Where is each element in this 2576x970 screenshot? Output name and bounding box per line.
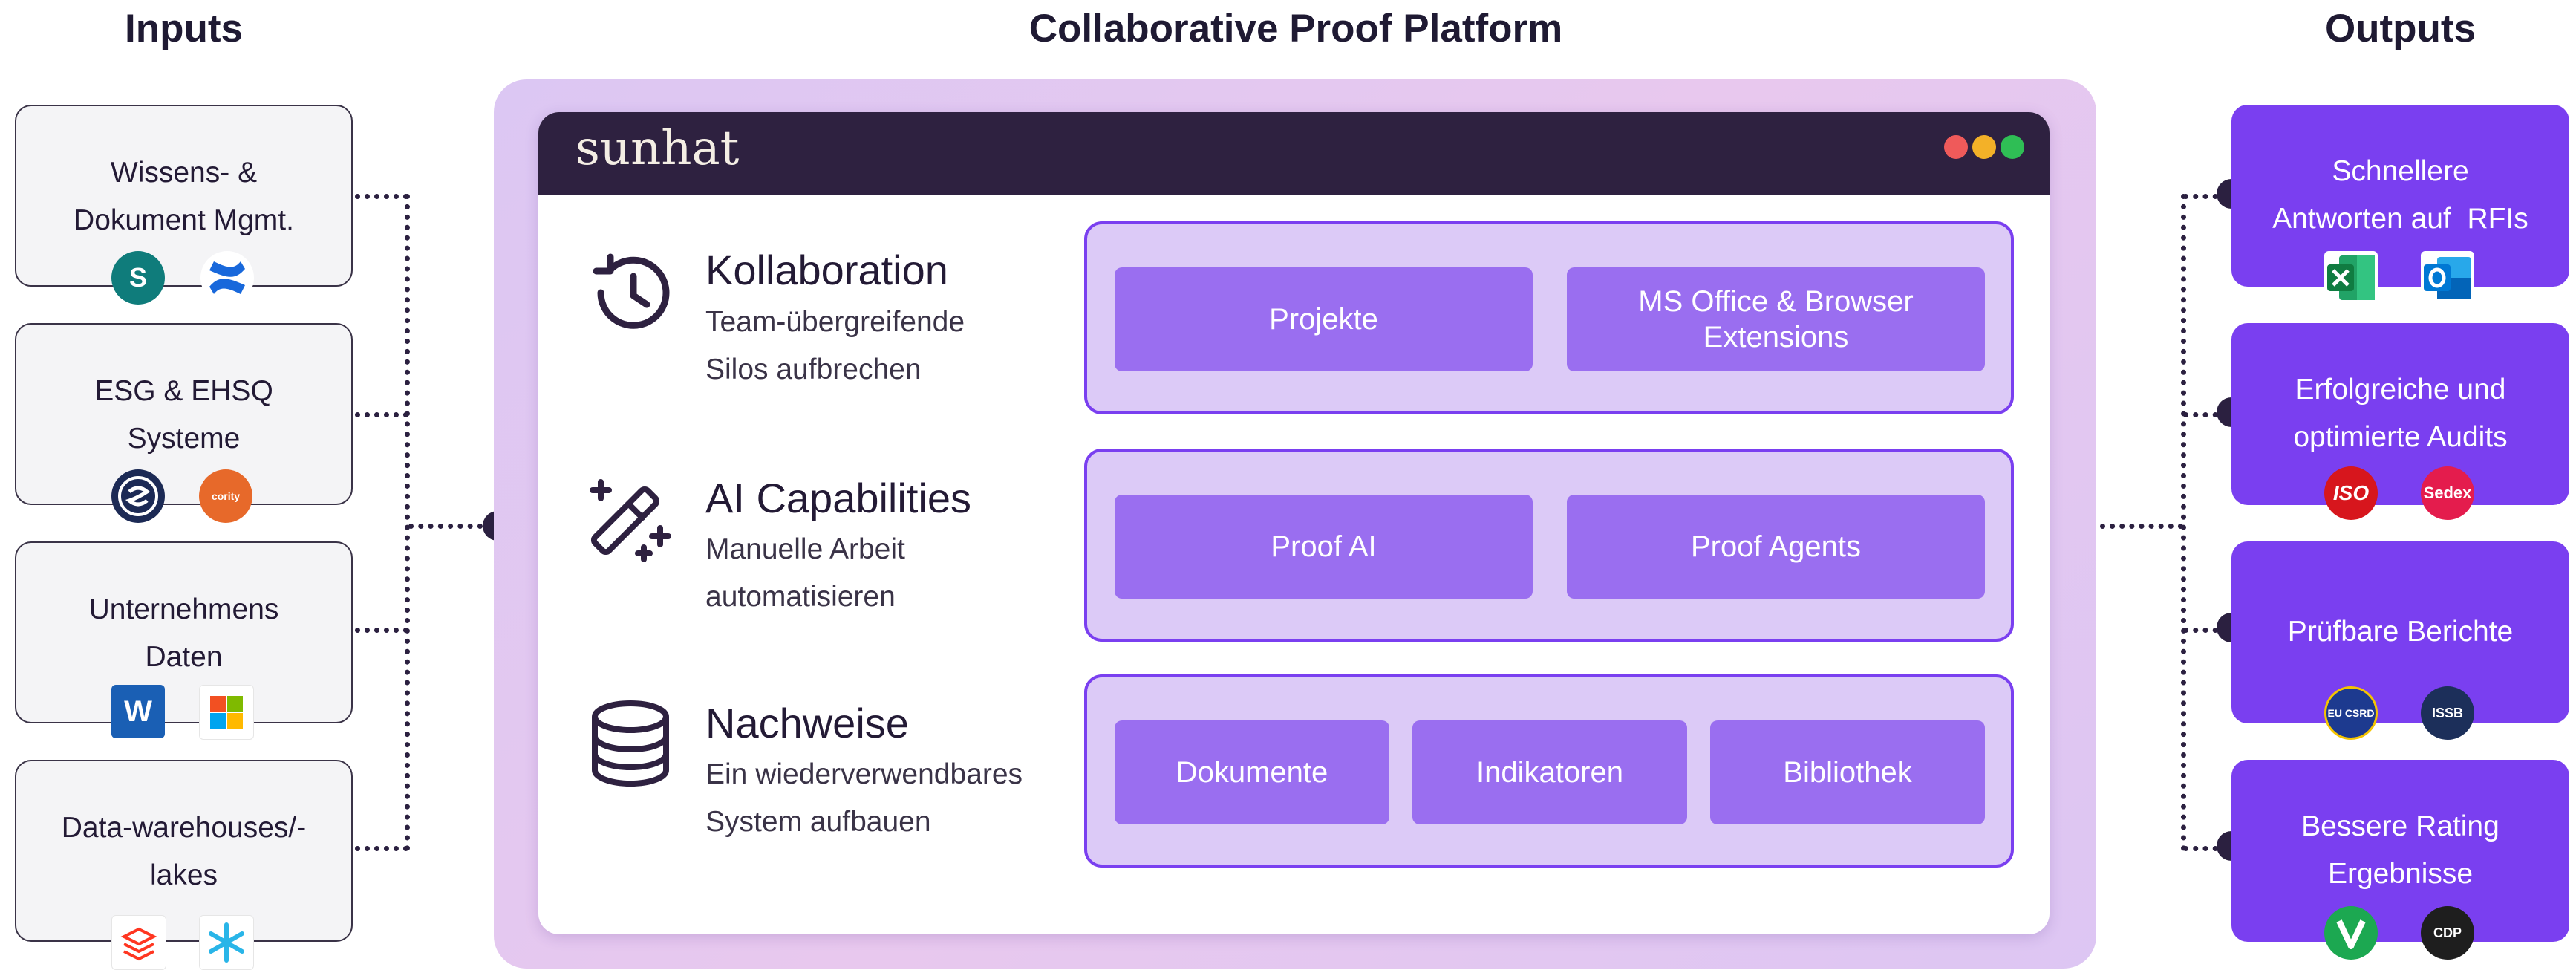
connector-line (2183, 412, 2228, 417)
window-titlebar: sunhat (538, 112, 2050, 195)
microsoft-logo (199, 685, 254, 740)
row-title: Kollaboration (705, 247, 948, 293)
chip-dokumente[interactable]: Dokumente (1115, 720, 1389, 824)
connector-line (355, 628, 408, 633)
output-card-reports: Prüfbare Berichte (2231, 541, 2569, 723)
chip-ms-office-extensions[interactable]: MS Office & Browser Extensions (1567, 267, 1985, 371)
window-minimize-button[interactable] (1972, 135, 1996, 159)
input-card-label: Data-warehouses/-lakes (61, 812, 307, 891)
connector-line (2183, 846, 2228, 851)
chip-bibliothek[interactable]: Bibliothek (1710, 720, 1985, 824)
connector-line (2100, 524, 2183, 529)
input-card-label: Wissens- &Dokument Mgmt. (74, 157, 294, 236)
magic-wand-icon (590, 479, 671, 562)
chip-proof-agents[interactable]: Proof Agents (1567, 495, 1985, 599)
iso-logo: ISO (2324, 466, 2378, 520)
feature-group-evidence: Dokumente Indikatoren Bibliothek (1084, 674, 2014, 868)
connector-line (355, 846, 408, 851)
connector-line (355, 412, 408, 417)
confluence-logo (200, 251, 254, 305)
sunhat-logo: sunhat (575, 121, 740, 176)
outputs-title: Outputs (2324, 7, 2476, 51)
sedex-logo: Sedex (2421, 466, 2474, 520)
chip-projekte[interactable]: Projekte (1115, 267, 1533, 371)
feature-group-collaboration: Projekte MS Office & Browser Extensions (1084, 221, 2014, 414)
connector-line (408, 524, 483, 529)
connector-line (2181, 194, 2186, 851)
history-clock-icon (593, 253, 670, 329)
ecovadis-logo (2324, 906, 2378, 960)
workday-logo: W (111, 685, 165, 738)
databricks-logo (111, 915, 166, 970)
connector-line (2183, 194, 2228, 199)
excel-logo (2324, 251, 2378, 305)
outlook-logo (2421, 251, 2474, 305)
chip-proof-ai[interactable]: Proof AI (1115, 495, 1533, 599)
issb-logo: ISSB (2421, 686, 2474, 740)
platform-title: Collaborative Proof Platform (1028, 7, 1563, 51)
snowflake-logo (199, 915, 254, 970)
window-maximize-button[interactable] (2001, 135, 2024, 159)
feature-group-ai: Proof AI Proof Agents (1084, 449, 2014, 642)
output-card-label: Prüfbare Berichte (2287, 616, 2514, 648)
cority-logo: cority (199, 469, 252, 523)
chip-indikatoren[interactable]: Indikatoren (1412, 720, 1687, 824)
sharepoint-logo: S (111, 251, 165, 305)
inputs-title: Inputs (125, 7, 243, 51)
cdp-logo: CDP (2421, 906, 2474, 960)
sphera-logo (111, 469, 165, 523)
connector-line (355, 194, 408, 199)
window-close-button[interactable] (1944, 135, 1968, 159)
row-title: AI Capabilities (705, 475, 971, 521)
input-card-data-warehouses: Data-warehouses/-lakes (15, 760, 353, 942)
connector-line (2183, 628, 2228, 633)
database-icon (592, 700, 669, 787)
row-title: Nachweise (705, 700, 909, 746)
eu-csrd-logo: EU CSRD (2324, 686, 2378, 740)
input-card-knowledge: Wissens- &Dokument Mgmt. (15, 105, 353, 287)
connector-line (405, 194, 410, 851)
